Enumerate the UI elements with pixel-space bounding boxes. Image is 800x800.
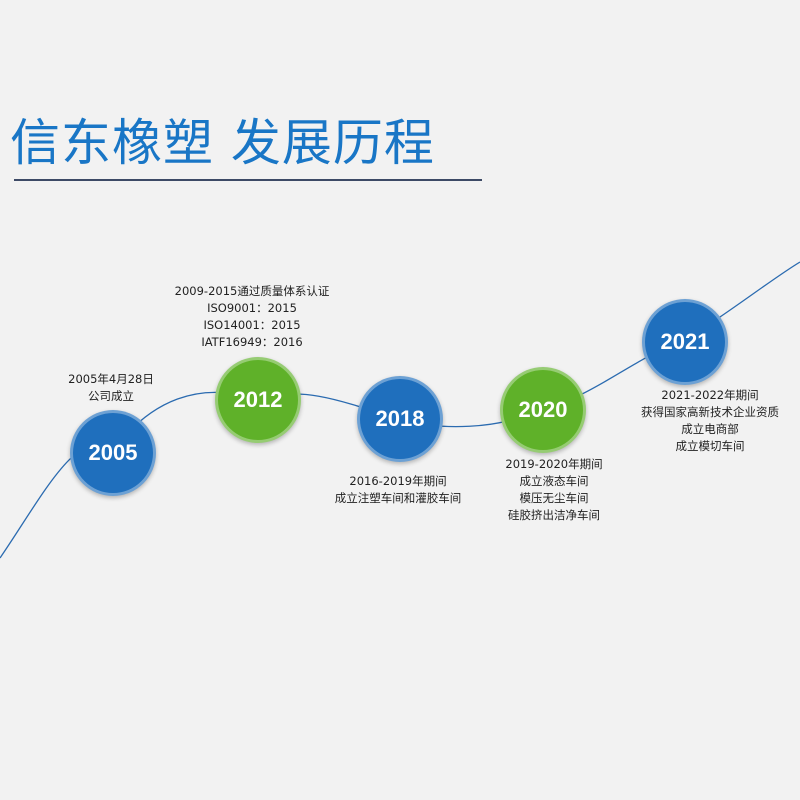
milestone-node-2018: 2018	[357, 376, 443, 462]
caption-line: 2021-2022年期间	[661, 388, 759, 402]
caption-line: 2019-2020年期间	[505, 457, 603, 471]
milestone-node-2021: 2021	[642, 299, 728, 385]
caption-line: ISO14001：2015	[203, 318, 301, 332]
caption-line: IATF16949：2016	[201, 335, 303, 349]
caption-line: 2009-2015通过质量体系认证	[174, 284, 330, 298]
milestone-caption-2020: 2019-2020年期间 成立液态车间 模压无尘车间 硅胶挤出洁净车间	[505, 456, 602, 524]
page-title: 信东橡塑 发展历程	[10, 114, 435, 172]
caption-line: 2005年4月28日	[68, 372, 154, 386]
caption-line: 硅胶挤出洁净车间	[508, 508, 600, 522]
milestone-year: 2012	[233, 387, 283, 412]
caption-line: 获得国家高新技术企业资质	[641, 405, 779, 419]
caption-line: 成立电商部	[681, 422, 739, 436]
caption-line: 2016-2019年期间	[349, 474, 447, 488]
caption-line: 公司成立	[88, 389, 134, 403]
milestone-year: 2018	[375, 406, 425, 431]
milestone-caption-2018: 2016-2019年期间 成立注塑车间和灌胶车间	[335, 473, 462, 507]
caption-line: ISO9001：2015	[207, 301, 297, 315]
milestone-year: 2005	[88, 440, 138, 465]
caption-line: 成立注塑车间和灌胶车间	[334, 491, 462, 505]
caption-line: 成立模切车间	[675, 439, 745, 453]
milestone-node-2020: 2020	[500, 367, 586, 453]
milestone-year: 2021	[660, 329, 710, 354]
milestone-caption-2021: 2021-2022年期间 获得国家高新技术企业资质 成立电商部 成立模切车间	[641, 387, 779, 455]
caption-line: 模压无尘车间	[519, 491, 589, 505]
milestone-node-2005: 2005	[70, 410, 156, 496]
milestone-caption-2005: 2005年4月28日 公司成立	[68, 371, 154, 405]
caption-line: 成立液态车间	[519, 474, 589, 488]
title-underline	[14, 179, 482, 181]
milestone-node-2012: 2012	[215, 357, 301, 443]
milestone-year: 2020	[518, 397, 568, 422]
milestone-caption-2012: 2009-2015通过质量体系认证 ISO9001：2015 ISO14001：…	[175, 283, 330, 351]
